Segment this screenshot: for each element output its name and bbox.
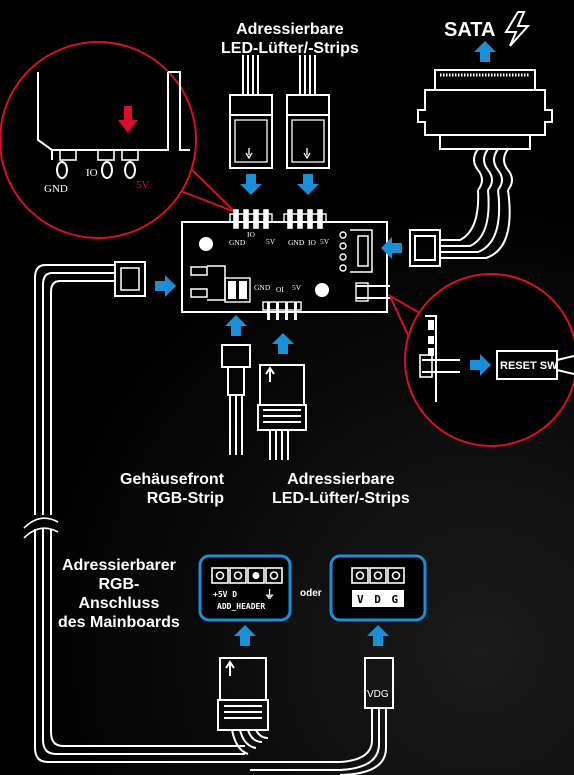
reset-sw-label: RESET SW (500, 360, 558, 372)
add-header-plug (217, 657, 269, 755)
add-header-pins: +5V D (213, 590, 237, 599)
pin-5v (124, 161, 136, 179)
vdg-plug (245, 657, 394, 775)
sata-connector (417, 69, 553, 259)
add-header-box (198, 554, 292, 622)
reset-switch-plug (496, 350, 558, 380)
cable-connector (114, 261, 146, 297)
led-plug-2 (286, 55, 330, 169)
zoom-label-gnd: GND (44, 183, 68, 195)
add-header-name: ADD_HEADER (217, 602, 265, 611)
ground-symbol: ⏚ (264, 588, 275, 601)
pin-io (101, 161, 113, 179)
blue-arrow-up-icon (474, 41, 496, 62)
zoom-label-io: IO (86, 167, 98, 179)
pcb-label-5v-3: 5V (292, 283, 302, 292)
zoom-circle-right (387, 273, 574, 447)
blue-arrow-up-icon (225, 315, 247, 336)
blue-arrow-up-icon (367, 625, 389, 646)
vdg-header-pins: V D G (357, 593, 400, 606)
bottom-led-plug (257, 364, 307, 460)
blue-arrow-down-icon (297, 174, 319, 195)
blue-arrow-up-icon (234, 625, 256, 646)
pcb-board (181, 209, 390, 320)
long-cable (23, 264, 245, 763)
lightning-icon (504, 11, 531, 47)
pcb-label-io-2: IO (308, 238, 316, 247)
pcb-label-oi-3: OI (276, 285, 284, 294)
pcb-label-gnd-3: GND (254, 283, 271, 292)
zoom-circle-left (0, 41, 236, 239)
blue-arrow-up-icon (272, 333, 294, 354)
led-plug-1 (229, 55, 273, 169)
vdg-header-box (329, 554, 427, 622)
sata-plug-to-pcb (409, 229, 441, 267)
vdg-label-bg (352, 590, 404, 607)
blue-arrow-left-icon (381, 237, 402, 259)
blue-arrow-right-icon (155, 275, 176, 297)
pin-gnd (56, 161, 68, 179)
front-rgb-plug (221, 344, 251, 455)
blue-arrows (155, 41, 496, 646)
pcb-label-gnd-1: GND (229, 238, 246, 247)
pcb-label-5v-2: 5V (320, 237, 330, 246)
pcb-label-5v-1: 5V (266, 237, 276, 246)
pcb-label-io-1: IO (247, 230, 255, 239)
vdg-plug-label: VDG (367, 689, 389, 700)
blue-arrow-down-icon (240, 174, 262, 195)
oder-label: oder (300, 588, 322, 599)
insert-arrow-icon (118, 106, 138, 133)
blue-arrow-right-icon (470, 354, 491, 376)
sata-label: SATA (444, 19, 495, 41)
pcb-label-gnd-2: GND (288, 238, 305, 247)
zoom-label-5v: 5V (136, 179, 150, 191)
